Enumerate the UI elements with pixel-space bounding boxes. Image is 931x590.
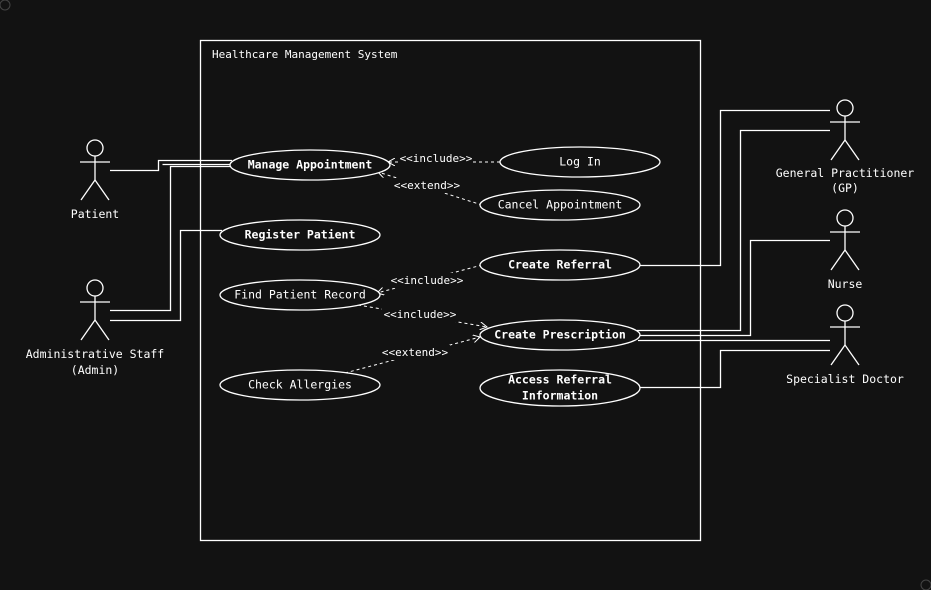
stick-figure-icon	[80, 279, 110, 341]
use-case-create-prescription[interactable]: Create Prescription	[479, 319, 641, 351]
actor-nurse-label: Nurse	[828, 277, 863, 291]
actor-admin-label-line1: Administrative Staff	[26, 347, 164, 361]
use-case-access-referral-label-line1: Access Referral	[508, 373, 612, 387]
use-case-manage-appointment-label: Manage Appointment	[248, 158, 373, 172]
use-case-access-referral-information[interactable]: Access Referral Information	[479, 369, 641, 407]
use-case-register-patient[interactable]: Register Patient	[219, 219, 381, 251]
assoc-admin-manage-appointment	[110, 165, 232, 312]
dep-extend-allergies	[344, 337, 480, 374]
stick-figure-icon	[80, 139, 110, 201]
actor-patient-label: Patient	[71, 207, 119, 221]
dep-include-prescription	[357, 304, 487, 327]
corner-circle-top-left	[0, 0, 11, 11]
corner-circle-bottom-right	[920, 579, 931, 590]
stereotype-extend-allergies: <<extend>>	[382, 346, 449, 359]
actor-specialist-label: Specialist Doctor	[786, 372, 904, 386]
actor-gp-label-line2: (GP)	[831, 181, 859, 195]
stereotype-labels: <<include>> <<extend>> <<include>> <<inc…	[380, 151, 473, 360]
use-case-cancel-appointment[interactable]: Cancel Appointment	[479, 189, 641, 221]
dependencies	[344, 162, 500, 374]
actor-patient[interactable]: Patient	[71, 139, 119, 221]
assoc-admin-register-patient	[110, 229, 222, 322]
associations	[110, 109, 830, 389]
stereotype-include-login: <<include>>	[400, 152, 473, 165]
assoc-gp-create-referral	[639, 109, 830, 267]
actor-admin[interactable]: Administrative Staff (Admin)	[26, 279, 164, 377]
actor-nurse[interactable]: Nurse	[828, 209, 863, 291]
stereotype-include-referral: <<include>>	[391, 274, 464, 287]
stereotype-include-prescription: <<include>>	[384, 308, 457, 321]
assoc-patient-manage-appointment	[110, 159, 232, 172]
use-case-log-in[interactable]: Log In	[499, 146, 661, 178]
actor-gp[interactable]: General Practitioner (GP)	[776, 99, 915, 195]
actor-gp-label-line1: General Practitioner	[776, 166, 915, 180]
use-case-manage-appointment[interactable]: Manage Appointment	[229, 149, 391, 181]
use-case-access-referral-label-line2: Information	[522, 389, 598, 403]
assoc-specialist-access-referral	[640, 349, 830, 389]
use-case-check-allergies[interactable]: Check Allergies	[219, 369, 381, 401]
use-case-cancel-appointment-label: Cancel Appointment	[498, 198, 623, 212]
system-boundary[interactable]	[199, 39, 702, 542]
use-case-register-patient-label: Register Patient	[245, 228, 356, 242]
use-case-create-prescription-label: Create Prescription	[494, 328, 626, 342]
use-case-create-referral[interactable]: Create Referral	[479, 249, 641, 281]
actor-specialist[interactable]: Specialist Doctor	[786, 304, 904, 386]
actor-admin-label-line2: (Admin)	[71, 363, 119, 377]
use-case-check-allergies-label: Check Allergies	[248, 378, 352, 392]
use-case-log-in-label: Log In	[559, 155, 601, 169]
use-case-find-patient-record-label: Find Patient Record	[234, 288, 366, 302]
stereotype-extend-cancel: <<extend>>	[394, 179, 461, 192]
use-case-create-referral-label: Create Referral	[508, 258, 612, 272]
system-title: Healthcare Management System	[212, 48, 398, 61]
assoc-gp-create-prescription	[637, 129, 830, 332]
stick-figure-icon	[830, 209, 860, 271]
stick-figure-icon	[830, 304, 860, 366]
use-case-find-patient-record[interactable]: Find Patient Record	[219, 279, 381, 311]
stick-figure-icon	[830, 99, 860, 161]
assoc-nurse-create-prescription	[638, 239, 830, 337]
